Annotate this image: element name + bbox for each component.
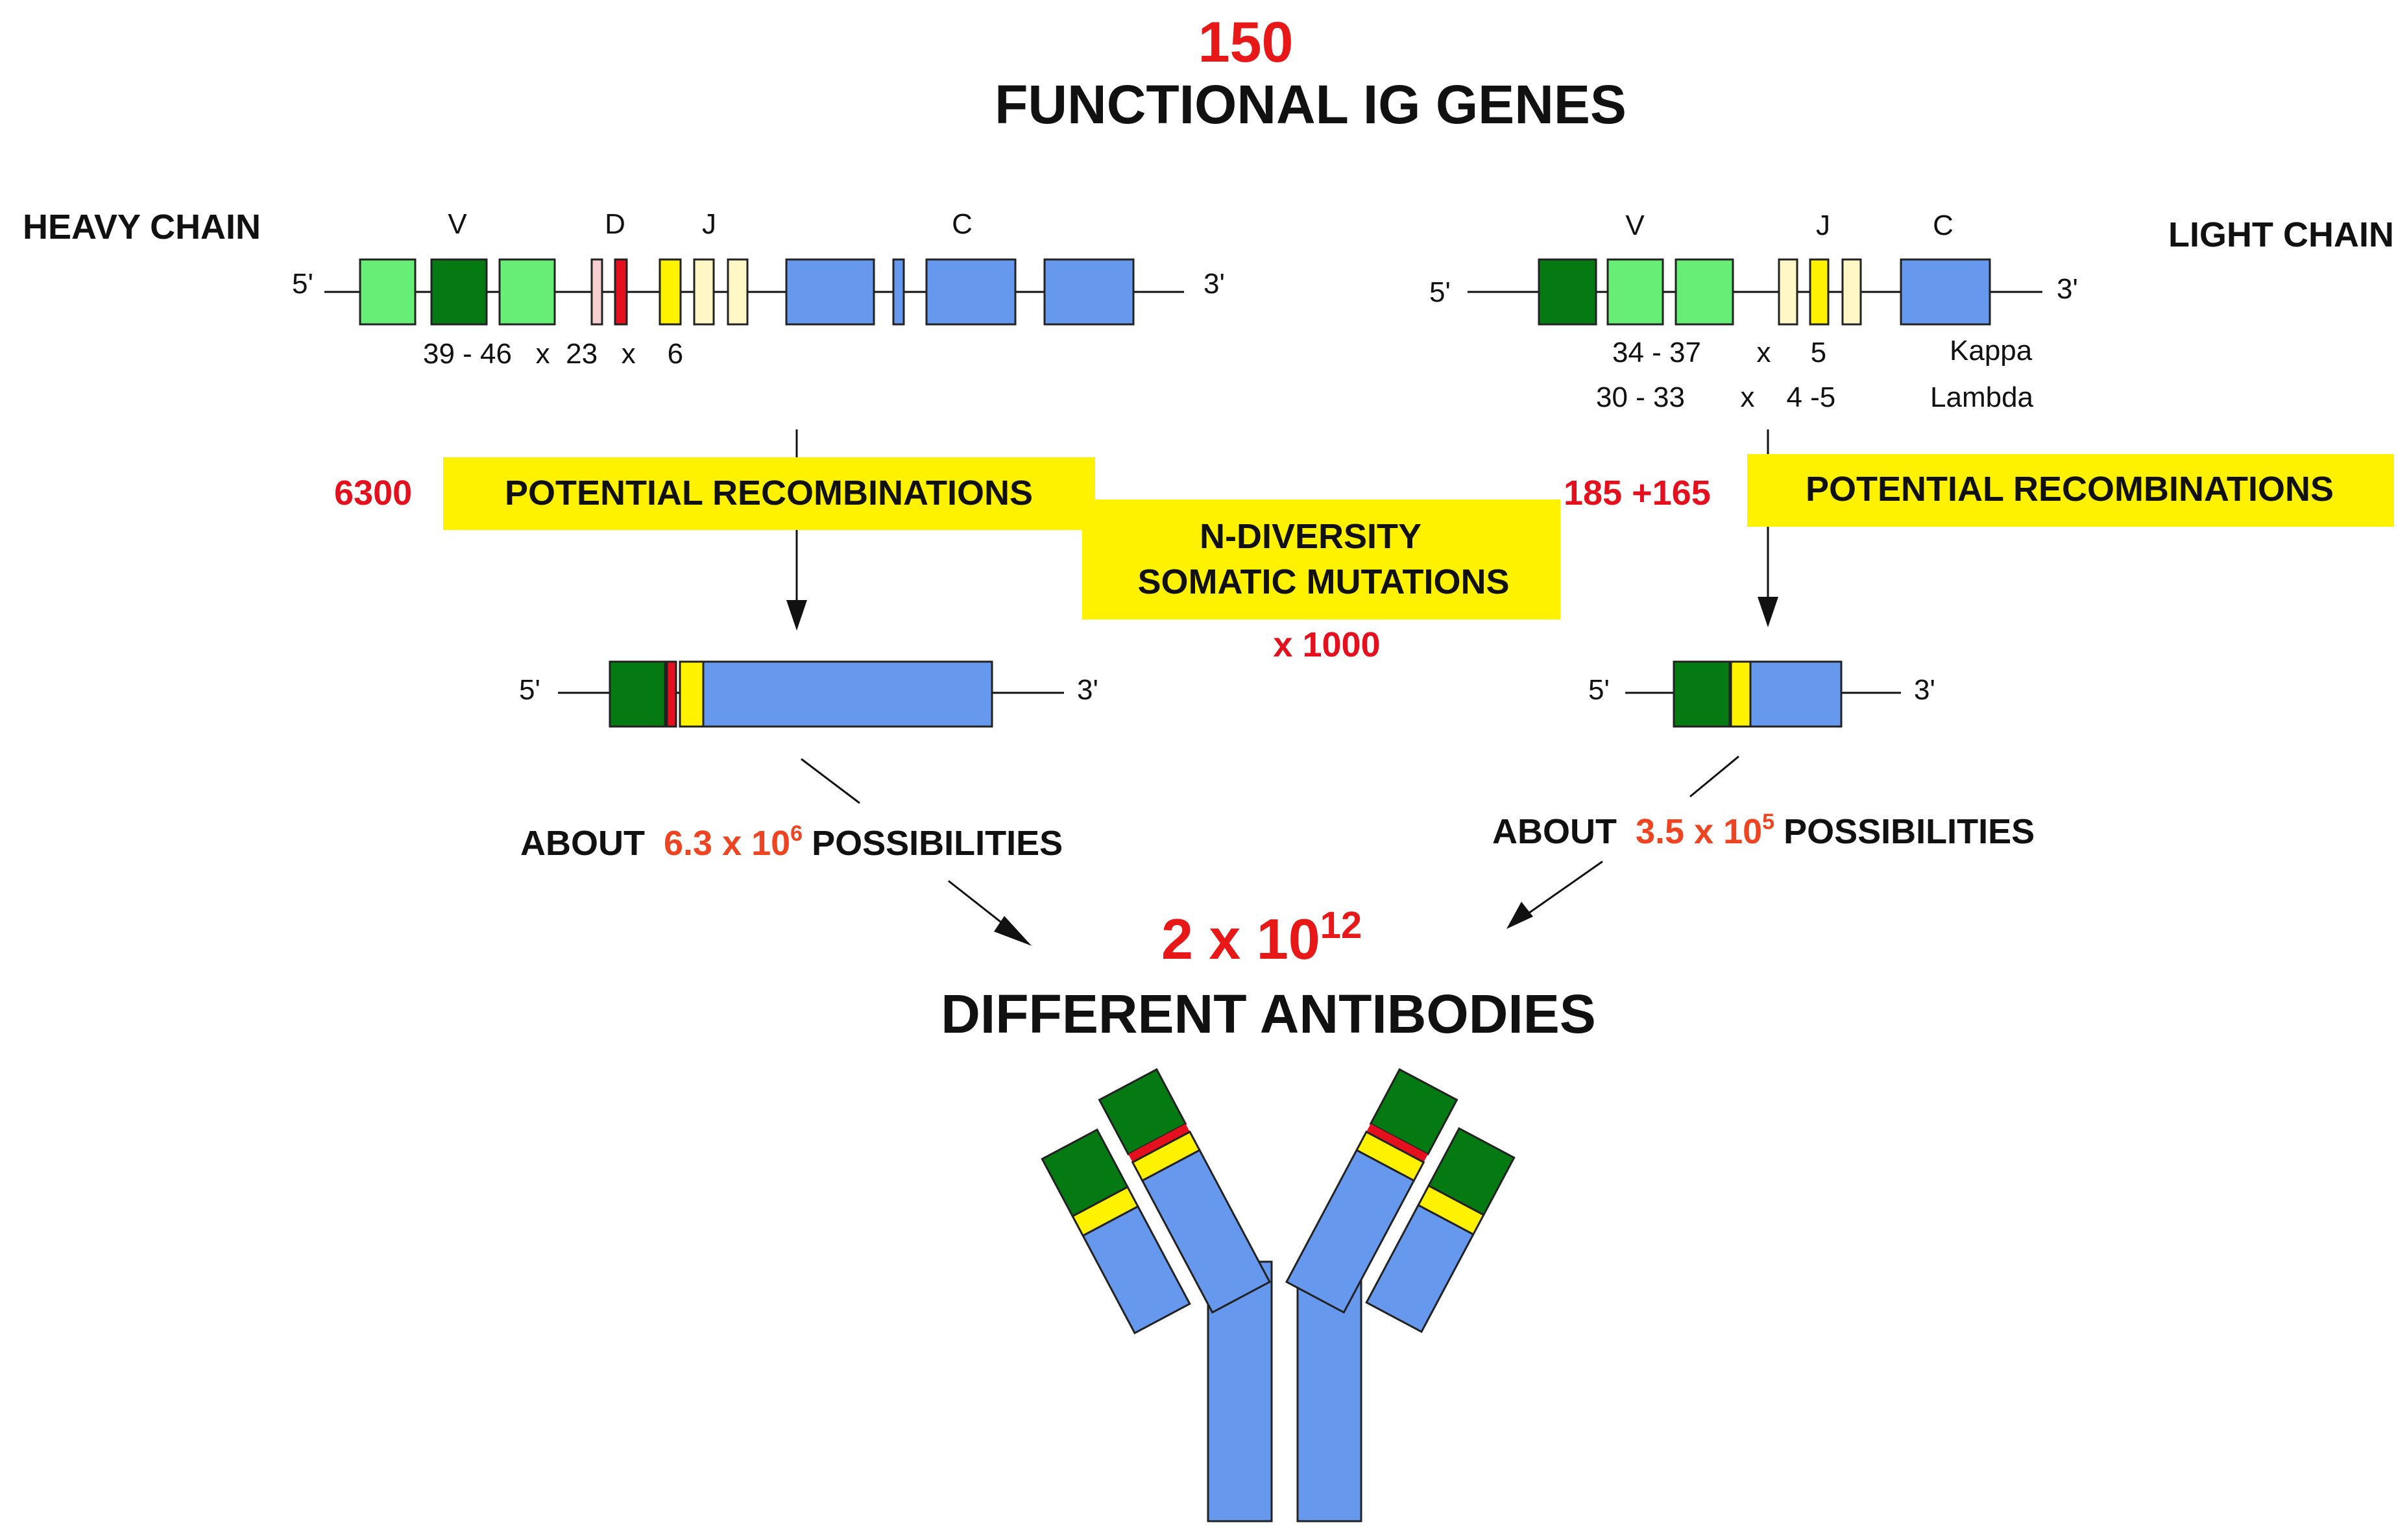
heavy-rearranged-three-prime: 3' bbox=[1077, 674, 1098, 706]
heavy-d-segment-1 bbox=[590, 258, 603, 326]
heavy-possibilities-label: POSSIBILITIES bbox=[812, 824, 1063, 863]
light-rearranged-five-prime: 5' bbox=[1588, 674, 1610, 706]
n-diversity-factor: x 1000 bbox=[1273, 625, 1380, 664]
light-j-segment-2 bbox=[1809, 258, 1830, 326]
heavy-d-label: D bbox=[605, 208, 625, 240]
light-possibilities-value: 3.5 x 10 bbox=[1636, 812, 1762, 851]
heavy-v-segment-3 bbox=[498, 258, 556, 326]
light-v-label: V bbox=[1625, 210, 1645, 241]
heavy-c-segment-4 bbox=[1043, 258, 1135, 326]
result-count: 2 x 1012 bbox=[1161, 904, 1362, 971]
kappa-label: Kappa bbox=[1950, 335, 2033, 367]
title-label: FUNCTIONAL IG GENES bbox=[995, 74, 1627, 135]
n-diversity-box bbox=[1082, 499, 1560, 620]
antibody-right-heavy-d bbox=[1366, 1124, 1428, 1162]
antibody-right-light-c bbox=[1365, 1203, 1475, 1334]
heavy-to-result-arrow bbox=[948, 880, 1032, 946]
heavy-rearranged-c bbox=[702, 660, 993, 728]
heavy-v-segment-2 bbox=[430, 258, 488, 326]
n-diversity-line1: N-DIVERSITY bbox=[1200, 517, 1421, 556]
heavy-down-arrow bbox=[786, 530, 807, 631]
light-v-segment-3 bbox=[1675, 258, 1734, 326]
heavy-recombination-count: 6300 bbox=[334, 474, 412, 512]
heavy-rearranged-d bbox=[666, 660, 677, 728]
heavy-possibilities-value: 6.3 x 10 bbox=[664, 824, 790, 863]
light-v-segment-1 bbox=[1538, 258, 1597, 326]
heavy-rearranged-v bbox=[609, 660, 666, 728]
light-germline-segments bbox=[1538, 258, 1991, 326]
light-kappa-counts: 34 - 37 x 5 bbox=[1612, 337, 1826, 368]
heavy-about: ABOUT bbox=[520, 824, 645, 863]
heavy-v-label: V bbox=[448, 208, 467, 240]
antibody-left-heavy-v bbox=[1098, 1068, 1187, 1156]
light-c-segment bbox=[1900, 258, 1991, 326]
light-j-segment-3 bbox=[1841, 258, 1862, 326]
heavy-d-segment-2 bbox=[614, 258, 628, 326]
n-diversity-line2: SOMATIC MUTATIONS bbox=[1138, 562, 1510, 601]
heavy-v-segment-1 bbox=[359, 258, 417, 326]
light-three-prime: 3' bbox=[2057, 273, 2078, 305]
light-c-label: C bbox=[1933, 210, 1953, 241]
heavy-possibilities-text: ABOUT 6.3 x 106 POSSIBILITIES bbox=[520, 821, 1063, 863]
heavy-five-prime: 5' bbox=[292, 268, 313, 300]
antibody-right-heavy-c bbox=[1285, 1149, 1416, 1314]
light-recombination-count: 185 +165 bbox=[1564, 474, 1711, 512]
result-count-exponent: 12 bbox=[1320, 904, 1362, 946]
heavy-rearranged-j bbox=[679, 660, 705, 728]
heavy-three-prime: 3' bbox=[1204, 268, 1225, 300]
light-to-result-arrow bbox=[1506, 860, 1603, 929]
heavy-j-label: J bbox=[702, 208, 716, 240]
y-shaped-antibody-icon bbox=[1041, 1068, 1516, 1522]
light-possibilities-label: POSSIBILITIES bbox=[1784, 812, 2035, 851]
heavy-recombination-box bbox=[443, 457, 1095, 530]
heavy-possibilities-line bbox=[801, 758, 860, 804]
heavy-rearranged-five-prime: 5' bbox=[519, 674, 540, 706]
result-count-base: 2 x 10 bbox=[1161, 907, 1320, 971]
light-chain-label: LIGHT CHAIN bbox=[2168, 215, 2394, 254]
heavy-j-segment-3 bbox=[727, 258, 749, 326]
light-about: ABOUT bbox=[1492, 812, 1617, 851]
heavy-rearranged-gene bbox=[609, 660, 993, 728]
antibody-right-heavy-v bbox=[1369, 1068, 1458, 1156]
title-count: 150 bbox=[1198, 10, 1294, 74]
light-possibilities-line bbox=[1689, 755, 1739, 798]
light-recombination-label: POTENTIAL RECOMBINATIONS bbox=[1806, 470, 2334, 509]
light-recombination-box bbox=[1747, 454, 2394, 527]
light-possibilities-exponent: 5 bbox=[1762, 810, 1774, 834]
light-j-label: J bbox=[1816, 210, 1830, 241]
antibody-left-heavy-d bbox=[1128, 1124, 1190, 1162]
lambda-label: Lambda bbox=[1930, 381, 2034, 413]
heavy-c-segment-3 bbox=[925, 258, 1017, 326]
heavy-possibilities-exponent: 6 bbox=[790, 821, 803, 846]
heavy-j-segment-2 bbox=[693, 258, 715, 326]
light-rearranged-gene bbox=[1673, 660, 1843, 728]
antibody-left-light-c bbox=[1082, 1205, 1191, 1335]
light-down-arrow bbox=[1758, 527, 1778, 627]
light-v-segment-2 bbox=[1606, 258, 1664, 326]
light-rearranged-j bbox=[1730, 660, 1752, 728]
light-rearranged-v bbox=[1673, 660, 1731, 728]
heavy-c-segment-1 bbox=[785, 258, 875, 326]
light-j-segment-1 bbox=[1778, 258, 1798, 326]
light-rearranged-three-prime: 3' bbox=[1914, 674, 1935, 706]
heavy-recombination-label: POTENTIAL RECOMBINATIONS bbox=[505, 474, 1033, 512]
light-five-prime: 5' bbox=[1429, 276, 1451, 308]
antibody-left-heavy-c bbox=[1141, 1149, 1272, 1314]
heavy-germline-segments bbox=[359, 258, 1135, 326]
light-lambda-counts: 30 - 33 x 4 -5 bbox=[1596, 381, 1835, 413]
light-possibilities-text: ABOUT 3.5 x 105 POSSIBILITIES bbox=[1492, 810, 2035, 851]
heavy-c-label: C bbox=[952, 208, 973, 240]
heavy-c-segment-2 bbox=[892, 258, 905, 326]
heavy-j-segment-1 bbox=[659, 258, 682, 326]
light-rearranged-c bbox=[1749, 660, 1843, 728]
heavy-segment-counts: 39 - 46 x 23 x 6 bbox=[423, 338, 683, 370]
heavy-chain-label: HEAVY CHAIN bbox=[23, 208, 261, 247]
result-label: DIFFERENT ANTIBODIES bbox=[941, 983, 1596, 1044]
